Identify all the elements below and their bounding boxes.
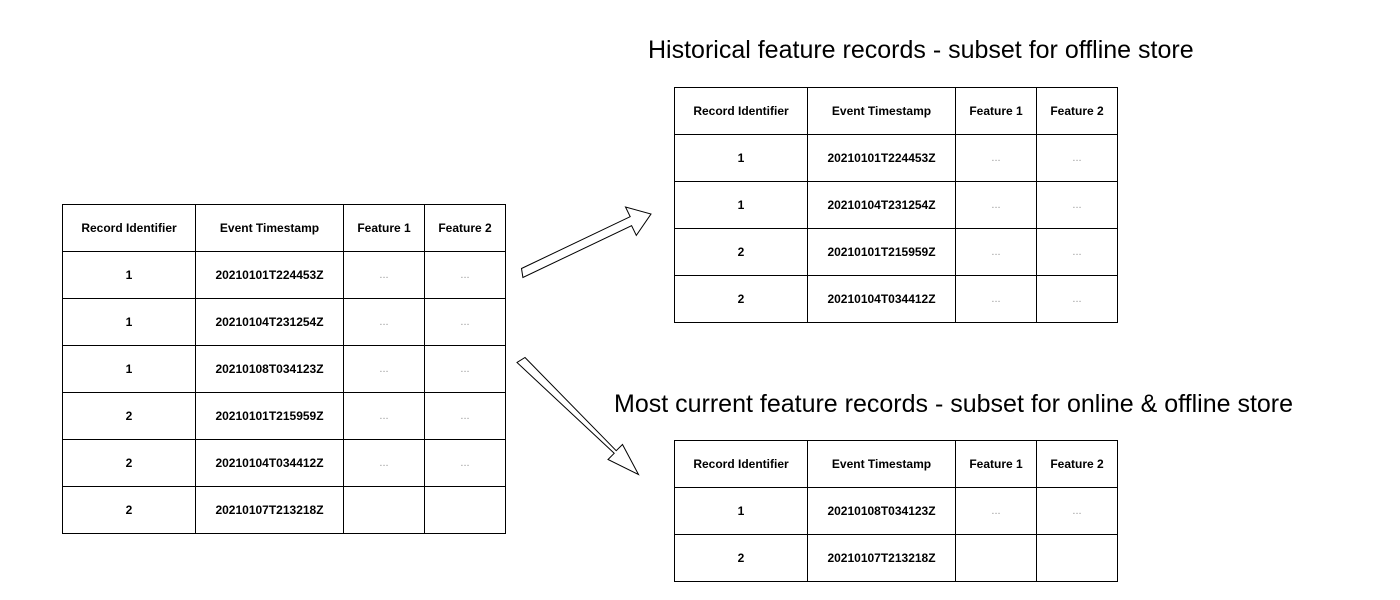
- timestamp-cell: 20210101T224453Z: [807, 134, 956, 182]
- table-header-row: Record Identifier Event Timestamp Featur…: [674, 87, 1118, 135]
- feature-1-cell: ...: [343, 298, 425, 346]
- online-store-title: Most current feature records - subset fo…: [614, 390, 1294, 418]
- column-header-feature-2: Feature 2: [1036, 87, 1118, 135]
- record-id-cell: 2: [674, 534, 808, 582]
- column-header-event-timestamp: Event Timestamp: [807, 87, 956, 135]
- feature-2-cell: ...: [1036, 181, 1118, 229]
- feature-1-cell: ...: [955, 134, 1037, 182]
- timestamp-cell: 20210107T213218Z: [195, 486, 344, 534]
- table-row: 2 20210104T034412Z ... ...: [674, 275, 1118, 323]
- timestamp-cell: 20210104T231254Z: [807, 181, 956, 229]
- table-row: 1 20210101T224453Z ... ...: [62, 251, 506, 299]
- feature-1-cell: ...: [955, 181, 1037, 229]
- offline-store-title: Historical feature records - subset for …: [648, 36, 1194, 64]
- timestamp-cell: 20210108T034123Z: [195, 345, 344, 393]
- feature-2-cell: ...: [1036, 228, 1118, 276]
- record-id-cell: 1: [62, 251, 196, 299]
- record-id-cell: 1: [62, 298, 196, 346]
- column-header-event-timestamp: Event Timestamp: [195, 204, 344, 252]
- feature-1-cell: ...: [955, 487, 1037, 535]
- table-row: 2 20210104T034412Z ... ...: [62, 439, 506, 487]
- record-id-cell: 1: [62, 345, 196, 393]
- feature-2-cell: ...: [424, 345, 506, 393]
- table-row: 2 20210101T215959Z ... ...: [62, 392, 506, 440]
- record-id-cell: 1: [674, 487, 808, 535]
- feature-2-cell: [424, 486, 506, 534]
- feature-2-cell: [1036, 534, 1118, 582]
- column-header-feature-2: Feature 2: [424, 204, 506, 252]
- table-row: 1 20210104T231254Z ... ...: [62, 298, 506, 346]
- feature-2-cell: ...: [1036, 487, 1118, 535]
- table-row: 2 20210101T215959Z ... ...: [674, 228, 1118, 276]
- record-id-cell: 2: [62, 439, 196, 487]
- table-row: 1 20210108T034123Z ... ...: [62, 345, 506, 393]
- feature-2-cell: ...: [424, 298, 506, 346]
- column-header-event-timestamp: Event Timestamp: [807, 440, 956, 488]
- record-id-cell: 2: [674, 228, 808, 276]
- timestamp-cell: 20210107T213218Z: [807, 534, 956, 582]
- feature-1-cell: [343, 486, 425, 534]
- feature-2-cell: ...: [424, 392, 506, 440]
- column-header-feature-1: Feature 1: [343, 204, 425, 252]
- column-header-record-identifier: Record Identifier: [674, 440, 808, 488]
- online-store-table: Record Identifier Event Timestamp Featur…: [674, 440, 1118, 582]
- timestamp-cell: 20210104T034412Z: [807, 275, 956, 323]
- column-header-record-identifier: Record Identifier: [674, 87, 808, 135]
- feature-1-cell: ...: [343, 439, 425, 487]
- timestamp-cell: 20210104T034412Z: [195, 439, 344, 487]
- record-id-cell: 1: [674, 134, 808, 182]
- timestamp-cell: 20210101T215959Z: [807, 228, 956, 276]
- column-header-feature-2: Feature 2: [1036, 440, 1118, 488]
- table-row: 2 20210107T213218Z: [674, 534, 1118, 582]
- column-header-record-identifier: Record Identifier: [62, 204, 196, 252]
- feature-2-cell: ...: [424, 439, 506, 487]
- arrow-to-offline-icon: [520, 206, 652, 279]
- source-table: Record Identifier Event Timestamp Featur…: [62, 204, 506, 534]
- feature-1-cell: ...: [343, 392, 425, 440]
- table-row: 1 20210101T224453Z ... ...: [674, 134, 1118, 182]
- feature-1-cell: ...: [955, 228, 1037, 276]
- timestamp-cell: 20210101T215959Z: [195, 392, 344, 440]
- table-row: 1 20210104T231254Z ... ...: [674, 181, 1118, 229]
- feature-1-cell: ...: [343, 345, 425, 393]
- record-id-cell: 2: [62, 486, 196, 534]
- record-id-cell: 1: [674, 181, 808, 229]
- column-header-feature-1: Feature 1: [955, 440, 1037, 488]
- record-id-cell: 2: [674, 275, 808, 323]
- feature-2-cell: ...: [1036, 134, 1118, 182]
- feature-1-cell: ...: [343, 251, 425, 299]
- column-header-feature-1: Feature 1: [955, 87, 1037, 135]
- timestamp-cell: 20210101T224453Z: [195, 251, 344, 299]
- feature-1-cell: ...: [955, 275, 1037, 323]
- timestamp-cell: 20210108T034123Z: [807, 487, 956, 535]
- table-row: 1 20210108T034123Z ... ...: [674, 487, 1118, 535]
- arrow-to-online-icon: [516, 356, 640, 476]
- feature-2-cell: ...: [424, 251, 506, 299]
- record-id-cell: 2: [62, 392, 196, 440]
- offline-store-table: Record Identifier Event Timestamp Featur…: [674, 87, 1118, 323]
- timestamp-cell: 20210104T231254Z: [195, 298, 344, 346]
- table-header-row: Record Identifier Event Timestamp Featur…: [62, 204, 506, 252]
- feature-1-cell: [955, 534, 1037, 582]
- feature-2-cell: ...: [1036, 275, 1118, 323]
- table-header-row: Record Identifier Event Timestamp Featur…: [674, 440, 1118, 488]
- table-row: 2 20210107T213218Z: [62, 486, 506, 534]
